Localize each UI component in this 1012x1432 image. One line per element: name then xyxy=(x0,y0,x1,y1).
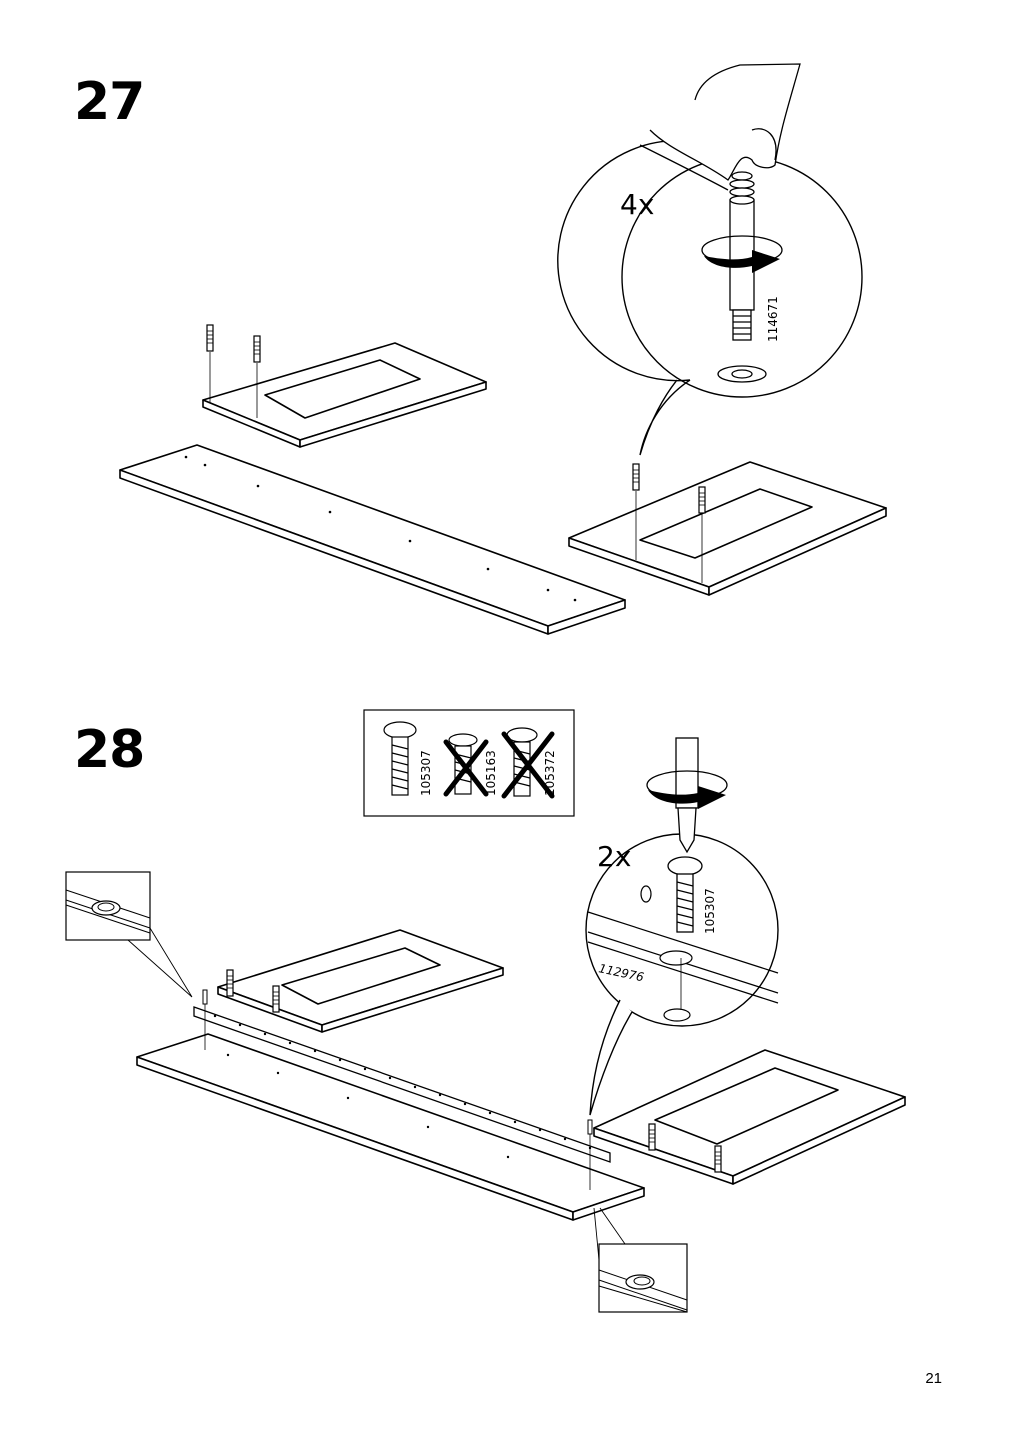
screw-detail-step28 xyxy=(667,856,703,933)
legend-part-correct: 105307 xyxy=(419,750,433,796)
legend-part-wrong-1: 105163 xyxy=(484,750,498,796)
rotate-arrow-icon xyxy=(646,770,728,809)
dowels-left-step27 xyxy=(206,324,261,418)
screw-small-icon xyxy=(202,989,593,1190)
step-number-28: 28 xyxy=(74,720,145,780)
metal-rail xyxy=(193,1006,611,1163)
frame-panel-left-step28 xyxy=(217,929,504,1033)
detail-inset-topleft xyxy=(65,871,193,998)
cross-out-icon xyxy=(443,731,555,799)
dowels-right-step27 xyxy=(632,463,706,583)
dowel-detail-step27 xyxy=(717,171,767,383)
bubble-rail-detail xyxy=(587,885,779,1022)
detail-inset-bottom xyxy=(593,1207,688,1313)
rotate-arrow-icon xyxy=(701,235,783,273)
part-number-step28: 105307 xyxy=(703,888,717,934)
quantity-label-step27: 4x xyxy=(620,188,654,221)
part-number-step27: 114671 xyxy=(766,296,780,342)
legend-part-wrong-2: 105372 xyxy=(543,750,557,796)
long-board-step28 xyxy=(136,1033,645,1221)
screw-correct-icon xyxy=(383,721,417,796)
frame-panel-left-step27 xyxy=(202,342,487,448)
detail-bubble-step27 xyxy=(557,139,863,456)
screwdriver-icon xyxy=(675,737,699,854)
screw-legend-box: 105307 105163 105372 xyxy=(363,709,575,817)
long-board-step27 xyxy=(119,444,626,635)
frame-panel-right-step28 xyxy=(593,1049,906,1185)
quantity-label-step28: 2x xyxy=(597,840,631,873)
hand-illustration xyxy=(639,63,801,191)
frame-panel-right-step27 xyxy=(568,461,887,596)
page-number: 21 xyxy=(925,1370,942,1387)
step-number-27: 27 xyxy=(74,72,145,132)
board-holes-step27 xyxy=(184,455,577,602)
